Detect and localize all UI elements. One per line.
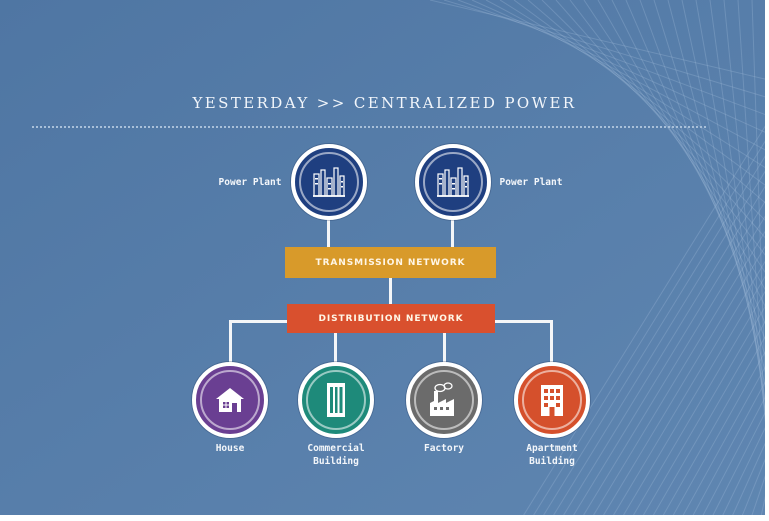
factory-label: Factory xyxy=(423,443,465,454)
power-plant-icon xyxy=(313,167,345,197)
house-icon xyxy=(216,388,244,412)
power-plant-icon xyxy=(437,167,469,197)
connector-distribution-right xyxy=(495,320,553,323)
connector-commercial xyxy=(334,333,337,364)
factory-node xyxy=(406,362,482,438)
apartment-building-label-line1: Apartment xyxy=(526,443,578,454)
connector-house xyxy=(229,320,232,364)
connector-apartment xyxy=(550,320,553,364)
connector-factory xyxy=(443,333,446,364)
connector-plant-left xyxy=(327,219,330,247)
apartment-building-icon xyxy=(541,385,563,416)
connector-transmission-distribution xyxy=(389,278,392,304)
connector-plant-right xyxy=(451,219,454,247)
house-label: House xyxy=(215,443,245,454)
commercial-building-label-line1: Commercial xyxy=(307,443,365,454)
diagram-title: YESTERDAY >> CENTRALIZED POWER xyxy=(192,94,577,112)
commercial-building-node xyxy=(298,362,374,438)
factory-icon xyxy=(430,382,454,416)
transmission-network-label: TRANSMISSION NETWORK xyxy=(315,257,466,268)
distribution-network-label: DISTRIBUTION NETWORK xyxy=(318,313,464,324)
commercial-building-label: Commercial Building xyxy=(291,442,381,468)
apartment-building-node xyxy=(514,362,590,438)
house-node xyxy=(192,362,268,438)
apartment-building-label-line2: Building xyxy=(529,456,575,467)
distribution-network-bar: DISTRIBUTION NETWORK xyxy=(287,304,495,333)
power-plant-left-node xyxy=(291,144,367,220)
title-divider xyxy=(32,126,706,128)
power-plant-right-label: Power Plant xyxy=(499,177,563,188)
commercial-building-label-line2: Building xyxy=(313,456,359,467)
power-plant-right-node xyxy=(415,144,491,220)
commercial-building-icon xyxy=(327,383,345,417)
transmission-network-bar: TRANSMISSION NETWORK xyxy=(285,247,496,278)
apartment-building-label: Apartment Building xyxy=(507,442,597,468)
connector-distribution-left xyxy=(229,320,287,323)
power-plant-left-label: Power Plant xyxy=(218,177,282,188)
